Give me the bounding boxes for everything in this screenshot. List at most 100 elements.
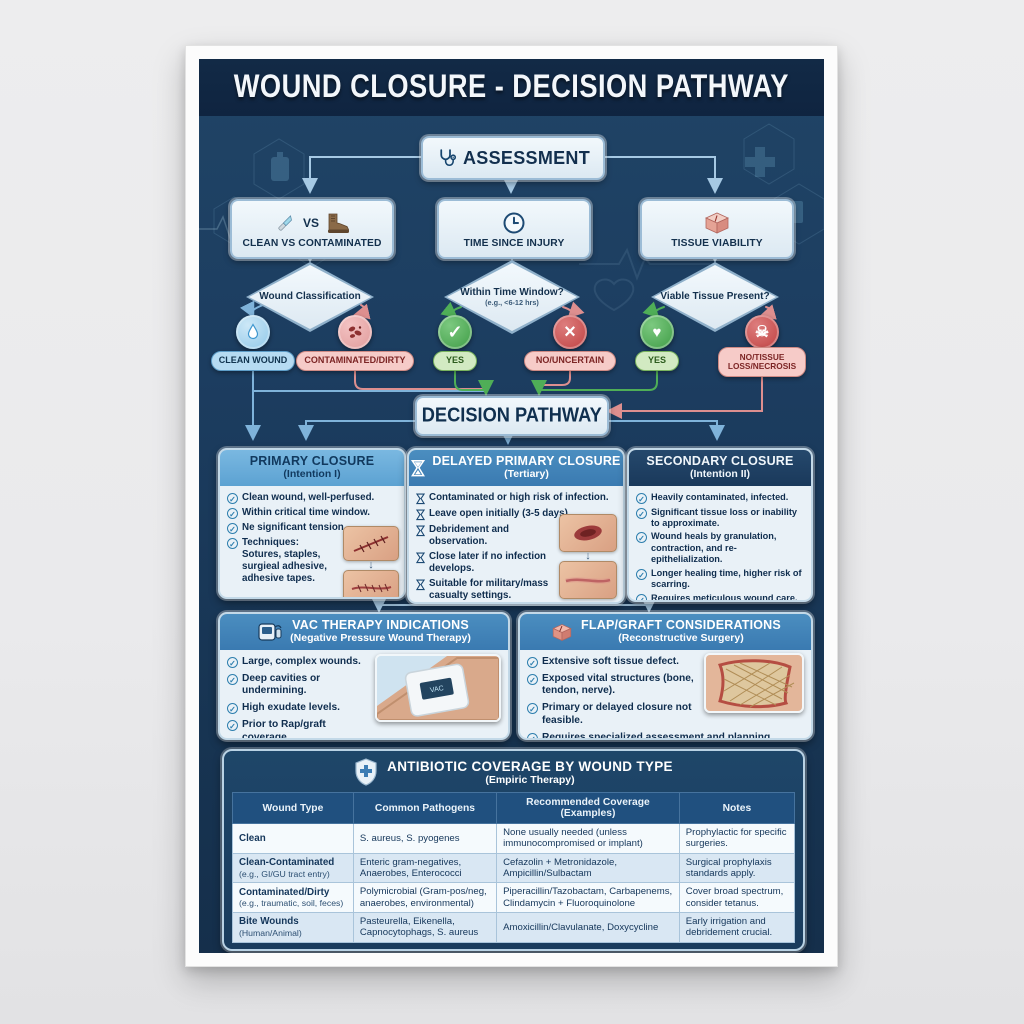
sutured-wound-photo bbox=[343, 526, 399, 561]
card-subtitle: (Negative Pressure Wound Therapy) bbox=[290, 632, 471, 645]
list-item: ✓Exposed vital structures (bone, tendon,… bbox=[527, 673, 700, 698]
factor-label: TIME SINCE INJURY bbox=[463, 237, 565, 249]
skull-icon: ☠ bbox=[745, 315, 779, 349]
card-title: FLAP/GRAFT CONSIDERATIONS bbox=[581, 618, 781, 633]
list-item: Suitable for military/mass casualty sett… bbox=[416, 578, 554, 602]
healed-wound-photo bbox=[343, 570, 399, 597]
closed-wound-photo bbox=[559, 561, 617, 599]
down-arrow-icon: ↓ bbox=[368, 559, 374, 571]
open-wound-photo bbox=[559, 514, 617, 552]
outcome-yes-time: YES bbox=[433, 351, 477, 371]
table-subtitle: (Empiric Therapy) bbox=[485, 773, 575, 786]
clock-icon bbox=[503, 212, 525, 233]
list-item: ✓Longer healing time, higher risk of sca… bbox=[636, 568, 804, 590]
antibiotic-table-title-row: ANTIBIOTIC COVERAGE BY WOUND TYPE (Empir… bbox=[232, 758, 795, 786]
vac-dressing-photo: VAC bbox=[375, 654, 501, 722]
check-bullet-icon: ✓ bbox=[227, 703, 238, 715]
svg-text:VAC: VAC bbox=[429, 685, 444, 694]
card-title: DELAYED PRIMARY CLOSURE bbox=[432, 454, 621, 469]
list-item: ✓Large, complex wounds. bbox=[227, 656, 371, 668]
assessment-node: ASSESSMENT bbox=[421, 136, 605, 180]
factor-clean-vs-contaminated: VS CLEAN VS CONTAMINATED bbox=[230, 199, 394, 259]
factor-icons: VS bbox=[274, 210, 350, 236]
tissue-cube-icon bbox=[705, 212, 729, 234]
list-item: Leave open initially (3-5 days). bbox=[416, 508, 616, 521]
check-bullet-icon: ✓ bbox=[227, 508, 238, 519]
list-item: Contaminated or high risk of infection. bbox=[416, 492, 616, 505]
list-item: ✓Deep cavities or undermining. bbox=[227, 673, 371, 698]
factor-icons bbox=[702, 210, 732, 236]
delayed-wound-photos: ↓ bbox=[559, 514, 617, 599]
list-item: ✓Techniques: Sotures, staples, surgieal … bbox=[227, 537, 337, 585]
factor-label: TISSUE VIABILITY bbox=[671, 237, 763, 249]
assessment-label: ASSESSMENT bbox=[462, 147, 591, 168]
factor-icons bbox=[502, 210, 526, 236]
list-item: ✓Requires meticulous wound care. bbox=[636, 593, 804, 600]
flap-graft-body: ✓Extensive soft tissue defect. ✓Exposed … bbox=[520, 650, 811, 738]
heart-icon: ♥ bbox=[640, 315, 674, 349]
antibiotic-table: Wound Type Common Pathogens Recommended … bbox=[232, 792, 796, 943]
skin-flap-icon bbox=[552, 623, 572, 641]
list-item: ✓Within critical time window. bbox=[227, 507, 397, 519]
decision-subtext: (e.g., <6-12 hrs) bbox=[485, 297, 539, 307]
list-item: Close later if no infection develops. bbox=[416, 551, 554, 575]
list-item: ✓Requires specialized assessment and pla… bbox=[527, 732, 804, 738]
table-row: Clean-Contaminated(e.g., GI/GU tract ent… bbox=[232, 852, 796, 884]
list-item: ✓Ne significant tension. bbox=[227, 522, 397, 534]
check-bullet-icon: ✓ bbox=[227, 657, 238, 668]
vac-header: VAC THERAPY INDICATIONS (Negative Pressu… bbox=[220, 614, 508, 650]
check-bullet-icon: ✓ bbox=[636, 532, 647, 544]
decision-pathway-banner: DECISION PATHWAY bbox=[415, 396, 609, 436]
poster-frame: WOUND CLOSURE - DECISION PATHWAY ASSESSM… bbox=[185, 45, 838, 967]
list-item: ✓Extensive soft tissue defect. bbox=[527, 656, 700, 668]
check-bullet-icon: ✓ bbox=[527, 703, 538, 715]
suture-photos: ↓ bbox=[343, 526, 399, 597]
secondary-closure-body: ✓Heavily contaminated, infected. ✓Signif… bbox=[629, 486, 811, 600]
column-header: Wound Type bbox=[232, 792, 354, 824]
check-bullet-icon: ✓ bbox=[527, 673, 538, 685]
list-item: ✓Primary or delayed closure not feasible… bbox=[527, 702, 700, 727]
list-item: ✓Prior to Rap/graft coverage. bbox=[227, 719, 371, 738]
outcome-clean-wound: CLEAN WOUND bbox=[211, 351, 295, 371]
vac-therapy-card: VAC THERAPY INDICATIONS (Negative Pressu… bbox=[218, 612, 510, 740]
check-bullet-icon: ✓ bbox=[227, 538, 238, 549]
check-icon: ✓ bbox=[438, 315, 472, 349]
vac-body: ✓Large, complex wounds. ✓Deep cavities o… bbox=[220, 650, 508, 738]
table-row: Contaminated/Dirty(e.g., traumatic, soil… bbox=[232, 882, 796, 913]
hourglass-bullet-icon bbox=[416, 525, 425, 537]
factor-label: CLEAN VS CONTAMINATED bbox=[242, 237, 382, 249]
card-title: VAC THERAPY INDICATIONS bbox=[292, 618, 469, 633]
boot-icon bbox=[328, 213, 349, 233]
vac-device-icon bbox=[258, 623, 282, 641]
outcome-no-uncertain: NO/UNCERTAIN bbox=[524, 351, 616, 371]
card-title: SECONDARY CLOSURE bbox=[646, 454, 794, 469]
outcome-tissue-loss-necrosis: NO/TISSUE LOSS/NECROSIS bbox=[718, 347, 806, 377]
factor-time-since-injury: TIME SINCE INJURY bbox=[437, 199, 591, 259]
list-item: ✓High exudate levels. bbox=[227, 702, 371, 715]
wound-closure-poster: WOUND CLOSURE - DECISION PATHWAY ASSESSM… bbox=[199, 59, 824, 953]
column-header: Recommended Coverage (Examples) bbox=[496, 792, 680, 824]
primary-closure-header: PRIMARY CLOSURE (Intention I) bbox=[220, 450, 404, 486]
flap-graft-header: FLAP/GRAFT CONSIDERATIONS (Reconstructiv… bbox=[520, 614, 811, 650]
decision-question: Viable Tissue Present? bbox=[660, 291, 770, 303]
list-item: ✓Significant tissue loss or inability to… bbox=[636, 507, 804, 529]
list-item: ✓Wound heals by granulation, contraction… bbox=[636, 531, 804, 565]
bacteria-icon bbox=[338, 315, 372, 349]
stethoscope-icon bbox=[440, 149, 457, 167]
list-item: ✓Heavily contaminated, infected. bbox=[636, 492, 804, 504]
primary-closure-card: PRIMARY CLOSURE (Intention I) ✓Clean wou… bbox=[218, 448, 406, 599]
delayed-closure-body: Contaminated or high risk of infection. … bbox=[409, 486, 623, 602]
poster-title-band: WOUND CLOSURE - DECISION PATHWAY bbox=[199, 59, 824, 116]
list-item: ✓Clean wound, well-perfused. bbox=[227, 492, 397, 504]
secondary-closure-card: SECONDARY CLOSURE (Intention II) ✓Heavil… bbox=[627, 448, 813, 602]
shield-cross-icon bbox=[355, 758, 377, 786]
check-bullet-icon: ✓ bbox=[636, 493, 647, 504]
flap-graft-card: FLAP/GRAFT CONSIDERATIONS (Reconstructiv… bbox=[518, 612, 813, 740]
hourglass-bullet-icon bbox=[416, 552, 425, 564]
delayed-primary-closure-card: DELAYED PRIMARY CLOSURE (Tertiary) Conta… bbox=[407, 448, 625, 604]
check-bullet-icon: ✓ bbox=[227, 720, 238, 732]
check-bullet-icon: ✓ bbox=[636, 593, 647, 600]
column-header: Common Pathogens bbox=[352, 792, 498, 824]
decision-question: Within Time Window? bbox=[460, 287, 564, 299]
